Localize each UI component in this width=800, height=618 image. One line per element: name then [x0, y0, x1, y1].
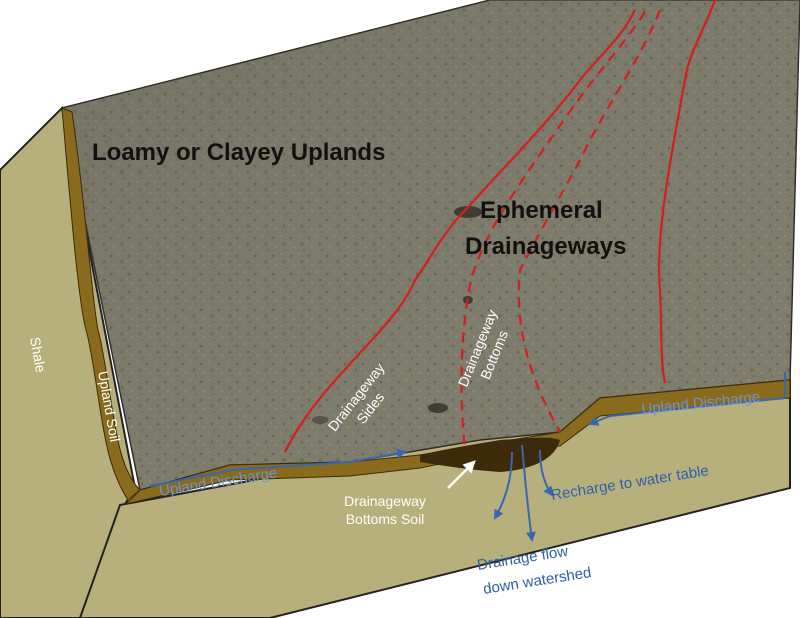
drainageway-boundaries — [284, 0, 717, 453]
outer-boundary-right — [657, 0, 717, 384]
recharge-arrow-2 — [539, 449, 554, 497]
flow-arrows — [149, 372, 786, 542]
bottom-boundary-right — [517, 9, 662, 433]
drainage-flow-arrow — [521, 444, 536, 542]
upland-discharge-left-arrow — [149, 448, 407, 487]
drainageway-bottoms-soil — [420, 437, 560, 472]
outer-boundary-left — [284, 9, 636, 453]
recharge-arrow-1 — [494, 451, 513, 520]
shrub-patch — [312, 416, 328, 424]
bottoms-soil-label-line2: Bottoms Soil — [346, 511, 425, 527]
ephemeral-label-line1: Ephemeral — [480, 197, 603, 224]
shrub-patch — [428, 403, 448, 413]
shale-label: Shale — [27, 336, 49, 374]
ephemeral-label-line2: Drainageways — [465, 233, 626, 260]
uplands-label: Loamy or Clayey Uplands — [92, 139, 385, 166]
bottom-boundary-left — [460, 11, 646, 451]
bottoms-soil-pointer — [447, 460, 476, 489]
upland-discharge-right-arrow — [588, 372, 786, 426]
bottoms-soil-label-line1: Drainageway — [344, 493, 426, 509]
terrain-surface — [61, 0, 800, 491]
